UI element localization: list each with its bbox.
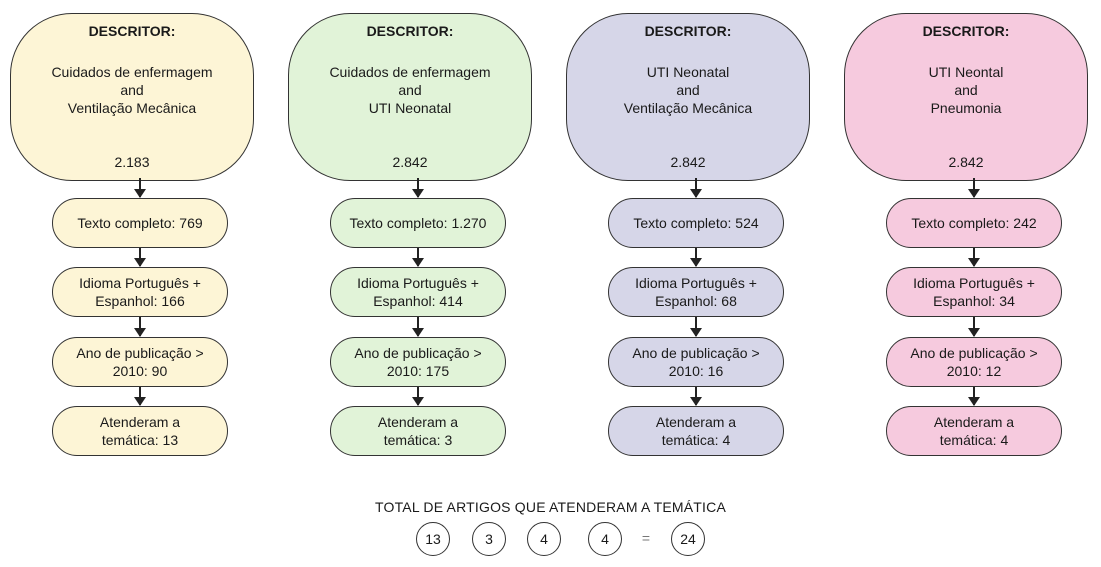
flow-arrow xyxy=(134,317,146,337)
language-node: Idioma Português + Espanhol: 166 xyxy=(52,267,228,317)
flow-arrow xyxy=(968,178,980,198)
flow-column-3: DESCRITOR: UTI Neonatal and Ventilação M… xyxy=(566,0,816,470)
language-node: Idioma Português + Espanhol: 68 xyxy=(608,267,784,317)
descriptor-count: 2.183 xyxy=(114,154,150,170)
flow-arrow xyxy=(968,317,980,337)
flow-column-1: DESCRITOR: Cuidados de enfermagem and Ve… xyxy=(10,0,260,470)
flow-arrow xyxy=(412,178,424,198)
full-text-node: Texto completo: 524 xyxy=(608,198,784,248)
year-node: Ano de publicação > 2010: 12 xyxy=(886,337,1062,387)
descriptor-node: DESCRITOR: Cuidados de enfermagem and Ve… xyxy=(10,13,254,181)
result-node: Atenderam a temática: 13 xyxy=(52,406,228,456)
flow-arrow xyxy=(968,387,980,406)
language-node: Idioma Português + Espanhol: 34 xyxy=(886,267,1062,317)
year-node: Ano de publicação > 2010: 16 xyxy=(608,337,784,387)
total-value-circle: 4 xyxy=(527,522,561,556)
flow-arrow xyxy=(134,178,146,198)
flow-column-2: DESCRITOR: Cuidados de enfermagem and UT… xyxy=(288,0,538,470)
flow-arrow xyxy=(690,387,702,406)
language-node: Idioma Português + Espanhol: 414 xyxy=(330,267,506,317)
descriptor-node: DESCRITOR: UTI Neontal and Pneumonia 2.8… xyxy=(844,13,1088,181)
result-node: Atenderam a temática: 3 xyxy=(330,406,506,456)
descriptor-count: 2.842 xyxy=(670,154,706,170)
descriptor-title: DESCRITOR: xyxy=(366,23,454,39)
flow-arrow xyxy=(412,387,424,406)
full-text-node: Texto completo: 242 xyxy=(886,198,1062,248)
descriptor-title: DESCRITOR: xyxy=(644,23,732,39)
total-value-circle: 4 xyxy=(588,522,622,556)
flow-arrow xyxy=(412,317,424,337)
descriptor-terms: Cuidados de enfermagem and Ventilação Me… xyxy=(51,64,213,116)
descriptor-count: 2.842 xyxy=(392,154,428,170)
descriptor-terms: Cuidados de enfermagem and UTI Neonatal xyxy=(329,64,491,116)
flow-arrow xyxy=(968,248,980,267)
total-value-circle: 13 xyxy=(416,522,450,556)
full-text-node: Texto completo: 1.270 xyxy=(330,198,506,248)
descriptor-node: DESCRITOR: UTI Neonatal and Ventilação M… xyxy=(566,13,810,181)
flow-arrow xyxy=(412,248,424,267)
flow-arrow xyxy=(690,248,702,267)
flow-arrow xyxy=(690,178,702,198)
flow-column-4: DESCRITOR: UTI Neontal and Pneumonia 2.8… xyxy=(844,0,1094,470)
result-node: Atenderam a temática: 4 xyxy=(886,406,1062,456)
equals-sign: = xyxy=(641,530,651,546)
total-result-circle: 24 xyxy=(671,522,705,556)
year-node: Ano de publicação > 2010: 90 xyxy=(52,337,228,387)
descriptor-count: 2.842 xyxy=(948,154,984,170)
flow-arrow xyxy=(134,248,146,267)
descriptor-terms: UTI Neonatal and Ventilação Mecânica xyxy=(623,64,753,116)
descriptor-title: DESCRITOR: xyxy=(922,23,1010,39)
descriptor-terms: UTI Neontal and Pneumonia xyxy=(928,64,1004,116)
full-text-node: Texto completo: 769 xyxy=(52,198,228,248)
result-node: Atenderam a temática: 4 xyxy=(608,406,784,456)
descriptor-node: DESCRITOR: Cuidados de enfermagem and UT… xyxy=(288,13,532,181)
year-node: Ano de publicação > 2010: 175 xyxy=(330,337,506,387)
flow-arrow xyxy=(690,317,702,337)
total-title: TOTAL DE ARTIGOS QUE ATENDERAM A TEMÁTIC… xyxy=(374,499,726,515)
total-value-circle: 3 xyxy=(472,522,506,556)
descriptor-title: DESCRITOR: xyxy=(88,23,176,39)
flow-arrow xyxy=(134,387,146,406)
